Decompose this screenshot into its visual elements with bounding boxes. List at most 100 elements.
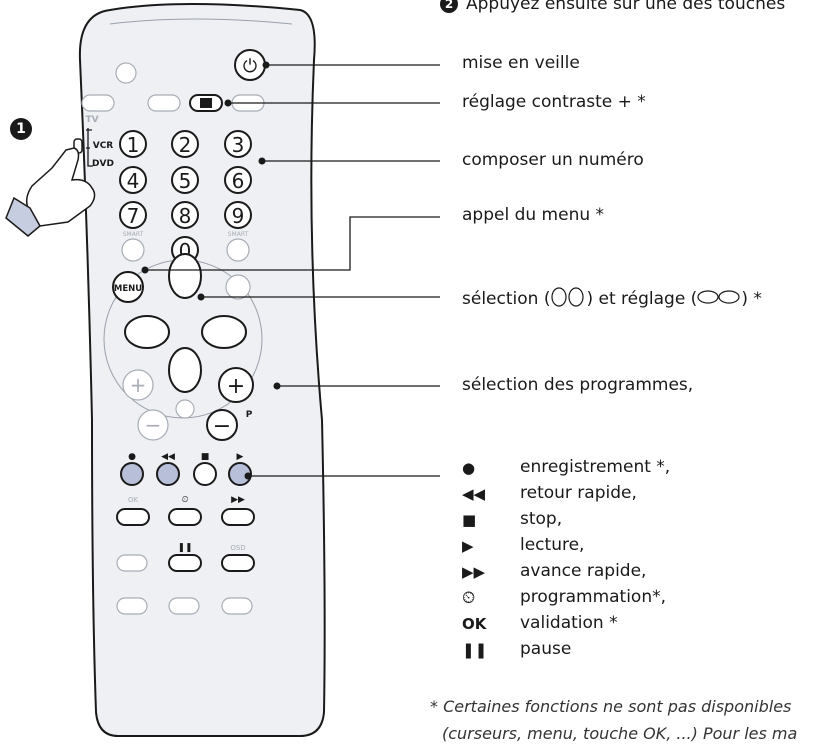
cursor-left-button[interactable]: [124, 315, 170, 349]
faint-button[interactable]: [147, 94, 181, 112]
play-icon: ▶: [462, 537, 474, 555]
digit-button[interactable]: [171, 130, 199, 158]
ok-label: OK: [128, 496, 139, 504]
svg-text:−: −: [145, 413, 162, 437]
smart-picture-button[interactable]: [226, 238, 250, 262]
digit-button[interactable]: [119, 166, 147, 194]
digit-button[interactable]: [171, 201, 199, 229]
menu-button[interactable]: [112, 271, 144, 303]
digit-label: 5: [179, 169, 192, 193]
svg-text:●: ●: [128, 452, 136, 462]
pointing-hand-icon: [5, 147, 96, 237]
faint-button[interactable]: [221, 597, 253, 615]
header-text: Appuyez ensuite sur une des touches: [466, 0, 786, 14]
osd-label: OSD: [230, 544, 245, 552]
digit-label: 9: [232, 204, 245, 228]
power-icon: ⏻: [243, 56, 257, 77]
legend-text: validation *: [520, 613, 618, 633]
callout-line: [145, 216, 440, 271]
digit-button[interactable]: [119, 201, 147, 229]
svg-text:■: ■: [201, 452, 210, 462]
digit-button[interactable]: [224, 166, 252, 194]
stop-icon: ■: [462, 511, 477, 529]
play-button[interactable]: [228, 462, 252, 486]
cursor-right-button[interactable]: [201, 315, 247, 349]
switch-label-dvd: DVD: [92, 159, 114, 169]
label-number: composer un numéro: [462, 150, 644, 170]
program-up-button[interactable]: [218, 367, 254, 403]
digit-label: 2: [179, 133, 192, 157]
mute-button[interactable]: [175, 399, 195, 419]
svg-text:▶: ▶: [237, 452, 244, 462]
left-right-cursor-icon: [697, 290, 740, 304]
label-selection: sélection ( ) et réglage ( ) *: [462, 287, 762, 308]
osd-button[interactable]: [221, 554, 255, 572]
svg-text:❚❚: ❚❚: [177, 543, 192, 553]
digit-button[interactable]: [224, 201, 252, 229]
program-label: P: [246, 410, 253, 420]
selection-suffix: ) *: [741, 289, 762, 309]
menu-label: MENU: [114, 284, 142, 294]
number-pad: 1 2 3 4 5 6 7 8 9 0: [119, 130, 252, 264]
ok-icon: OK: [462, 615, 487, 633]
cursor-down-button[interactable]: [168, 347, 202, 393]
selection-prefix: sélection (: [462, 289, 551, 309]
record-icon: ●: [462, 459, 476, 477]
switch-label-tv: TV: [85, 115, 98, 125]
pause-button[interactable]: [168, 554, 202, 572]
footnote-line-1: * Certaines fonctions ne sont pas dispon…: [430, 697, 792, 716]
cursor-up-button[interactable]: [168, 253, 202, 299]
contrast-icon: [200, 98, 212, 108]
faint-button[interactable]: [115, 62, 137, 84]
legend-text: lecture,: [520, 535, 585, 555]
smart-label: SMART: [123, 231, 144, 238]
digit-button[interactable]: [171, 166, 199, 194]
faint-button[interactable]: [225, 274, 251, 300]
legend-text: stop,: [520, 509, 563, 529]
selection-mid: ) et réglage (: [586, 289, 698, 309]
digit-label: 4: [127, 169, 140, 193]
svg-text:⏲: ⏲: [181, 495, 188, 505]
timer-icon: ⏲: [462, 588, 476, 608]
label-standby: mise en veille: [462, 53, 580, 73]
faint-button[interactable]: [116, 597, 148, 615]
faint-button[interactable]: [116, 554, 148, 572]
program-down-button[interactable]: [206, 409, 238, 441]
faint-button[interactable]: [168, 597, 200, 615]
rewind-button[interactable]: [156, 462, 180, 486]
legend-text: enregistrement *,: [520, 457, 671, 477]
svg-text:▶▶: ▶▶: [231, 495, 245, 505]
record-button[interactable]: [120, 462, 144, 486]
label-menu: appel du menu *: [462, 205, 605, 225]
svg-text:◀◀: ◀◀: [161, 452, 175, 462]
volume-down-button[interactable]: [137, 409, 169, 441]
instruction-header: 2 Appuyez ensuite sur une des touches: [440, 0, 785, 14]
fast-forward-icon: ▶▶: [462, 563, 486, 581]
legend-text: programmation*,: [520, 587, 667, 607]
remote-control-illustration: .body { fill:#eef0f4; stroke:#1a1a1a; st…: [5, 3, 440, 737]
ok-button[interactable]: [116, 508, 150, 526]
volume-up-button[interactable]: [122, 369, 154, 401]
up-down-cursor-icon: [551, 287, 585, 307]
smart-label: SMART: [228, 231, 249, 238]
smart-sound-button[interactable]: [121, 238, 145, 262]
digit-button[interactable]: [224, 130, 252, 158]
legend-text: retour rapide,: [520, 483, 637, 503]
remote-body: [78, 3, 326, 737]
digit-label: 8: [179, 204, 192, 228]
switch-label-vcr: VCR: [93, 141, 114, 151]
svg-text:+: +: [227, 374, 245, 399]
digit-button[interactable]: [119, 130, 147, 158]
stop-button[interactable]: [193, 462, 217, 486]
legend-text: avance rapide,: [520, 561, 647, 581]
step-2-marker: 2: [440, 0, 458, 13]
svg-text:+: +: [130, 373, 147, 397]
label-programs: sélection des programmes,: [462, 375, 694, 395]
forward-button[interactable]: [221, 508, 255, 526]
digit-label: 3: [232, 133, 245, 157]
timer-button[interactable]: [168, 508, 202, 526]
step-1-marker: 1: [10, 118, 32, 140]
svg-text:−: −: [213, 414, 231, 439]
rewind-icon: ◀◀: [462, 485, 486, 503]
faint-button[interactable]: [81, 94, 115, 112]
